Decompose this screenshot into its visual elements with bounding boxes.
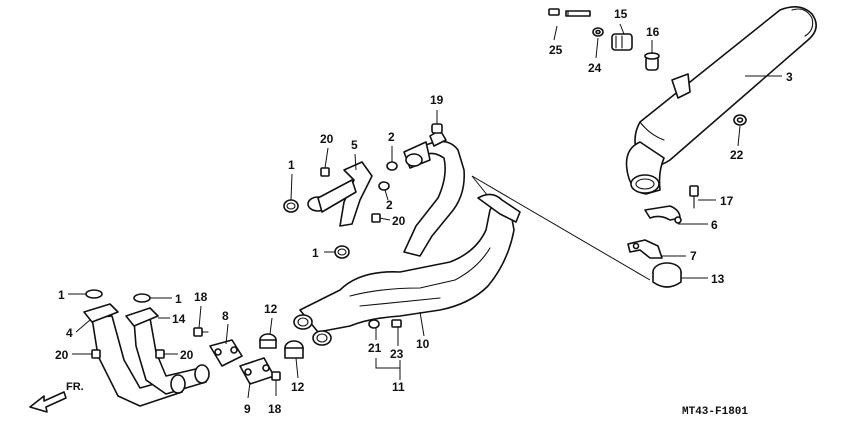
muffler bbox=[625, 6, 817, 195]
bolt-18-lower bbox=[271, 371, 281, 381]
callout-2-b: 2 bbox=[386, 198, 393, 212]
callout-12-a: 12 bbox=[264, 302, 278, 316]
callout-11: 11 bbox=[392, 380, 405, 394]
callout-20-c: 20 bbox=[55, 348, 69, 362]
callout-12-b: 12 bbox=[291, 380, 305, 394]
rubber-15 bbox=[611, 33, 633, 51]
callout-18-b: 18 bbox=[268, 402, 282, 416]
callout-20-a: 20 bbox=[320, 132, 334, 146]
callout-7: 7 bbox=[690, 249, 697, 263]
rear-exhaust-pipes bbox=[307, 129, 466, 257]
seal-12-upper bbox=[259, 333, 277, 349]
gasket-1-mid-upper bbox=[283, 199, 299, 213]
exhaust-chamber bbox=[293, 193, 521, 346]
bracket-7 bbox=[627, 239, 663, 259]
bolt-18-upper bbox=[193, 327, 209, 337]
callout-23: 22 bbox=[730, 148, 744, 162]
callout-13: 13 bbox=[711, 272, 725, 286]
callout-22: 23 bbox=[390, 347, 404, 361]
callout-24: 24 bbox=[588, 61, 602, 75]
callout-10: 10 bbox=[416, 337, 430, 351]
callout-18-a: 18 bbox=[194, 290, 208, 304]
seal-12-lower bbox=[284, 340, 304, 359]
bolt-20-right bbox=[155, 349, 165, 359]
band-6 bbox=[644, 205, 682, 224]
callout-1-a: 1 bbox=[288, 158, 295, 172]
bolt-20-mid-lower bbox=[371, 213, 381, 223]
nut-19 bbox=[431, 123, 443, 134]
callout-9: 9 bbox=[244, 402, 251, 416]
clamp-8 bbox=[209, 339, 243, 367]
washer-24 bbox=[592, 27, 604, 37]
front-exhaust-pipes bbox=[83, 289, 210, 407]
callout-20-b: 20 bbox=[392, 214, 406, 228]
front-arrow-icon bbox=[29, 391, 67, 413]
callout-20-d: 20 bbox=[180, 348, 194, 362]
leader-lines bbox=[68, 23, 782, 399]
callout-6: 6 bbox=[711, 218, 718, 232]
callout-1-b: 1 bbox=[312, 246, 319, 260]
nut-21-and-bolt-22 bbox=[368, 319, 402, 329]
diagram-code: MT43-F1801 bbox=[682, 406, 748, 418]
callout-17: 17 bbox=[720, 194, 734, 208]
washer-2-lower bbox=[378, 181, 390, 191]
callout-8: 8 bbox=[222, 309, 229, 323]
callout-3: 3 bbox=[786, 70, 793, 84]
callout-5: 5 bbox=[351, 138, 358, 152]
gasket-1-mid-lower bbox=[334, 245, 350, 259]
bolt-20-left bbox=[91, 349, 101, 359]
callout-16: 16 bbox=[646, 25, 660, 39]
clamp-9 bbox=[239, 357, 275, 385]
gasket-13 bbox=[652, 262, 682, 288]
callout-14: 14 bbox=[172, 312, 186, 326]
direction-label: FR. bbox=[66, 381, 84, 393]
washer-2-upper bbox=[386, 161, 398, 171]
bolt-17 bbox=[689, 185, 699, 209]
callout-4: 4 bbox=[66, 326, 73, 340]
nut-23 bbox=[733, 114, 747, 126]
callout-19: 19 bbox=[430, 93, 444, 107]
bolt-25 bbox=[548, 8, 591, 17]
callout-15: 15 bbox=[614, 7, 628, 21]
callout-2-a: 2 bbox=[388, 130, 395, 144]
callout-1-d: 1 bbox=[175, 292, 182, 306]
callout-25: 25 bbox=[549, 43, 563, 57]
collar-16 bbox=[644, 52, 660, 71]
callouts: 25 24 15 16 3 22 17 6 7 13 19 20 5 2 2 2… bbox=[55, 7, 793, 416]
callout-21: 21 bbox=[368, 341, 382, 355]
callout-1-c: 1 bbox=[58, 288, 65, 302]
bolt-20-mid-upper bbox=[320, 167, 330, 177]
